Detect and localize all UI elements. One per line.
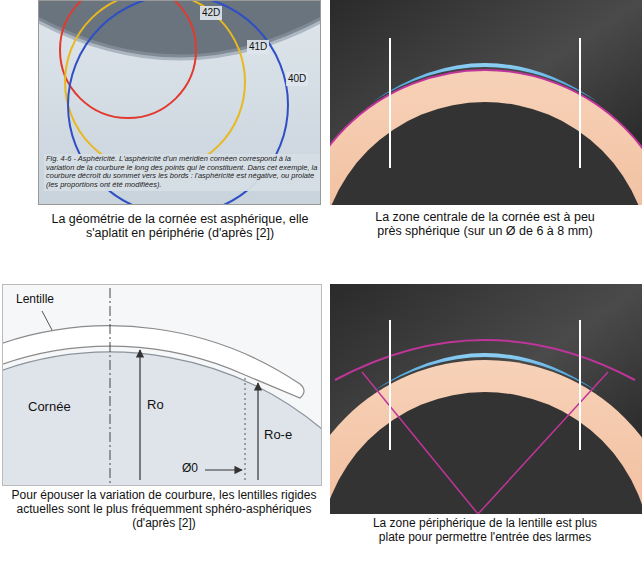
optical-axis	[110, 288, 111, 484]
power-label: 41D	[247, 40, 269, 54]
radius-line	[362, 372, 478, 514]
panel-frame	[39, 1, 321, 205]
curvature-circle	[60, 0, 196, 118]
lens-shape	[2, 326, 304, 398]
panel-caption: La zone centrale de la cornée est à peu …	[375, 210, 595, 239]
contact-lens	[372, 63, 598, 102]
peripheral-zone-illustration	[330, 284, 642, 514]
power-label: 40D	[286, 72, 308, 86]
radius-arrow	[139, 350, 140, 480]
panel-caption: La zone périphérique de la lentille est …	[362, 517, 608, 545]
radius-line	[478, 372, 608, 514]
part-label: Lentille	[16, 293, 54, 307]
power-label: 42D	[200, 6, 222, 20]
radius-label: Ro	[147, 398, 164, 413]
contact-lens	[372, 353, 598, 392]
central-zone-illustration	[330, 0, 642, 205]
cornea-edge	[38, 20, 321, 58]
curvature-circle	[65, 0, 245, 172]
sphere-profile	[330, 70, 642, 205]
zone-limit	[389, 38, 391, 168]
cornea-inner	[330, 102, 642, 205]
panel-frame	[3, 285, 322, 486]
cornea-shadow	[38, 0, 321, 58]
zone-limit	[579, 320, 581, 450]
zone-limit	[389, 320, 391, 450]
part-label: Cornée	[28, 400, 71, 415]
panel-caption: Pour épouser la variation de courbure, l…	[4, 489, 324, 530]
panel-caption: La géométrie de la cornée est asphérique…	[30, 212, 330, 241]
diameter-arrow	[205, 469, 242, 470]
cornea-inner	[330, 392, 642, 514]
zone-diameter-line	[245, 378, 246, 482]
diameter-label: Ø0	[182, 462, 198, 476]
asphericity-photo	[38, 0, 321, 205]
figure-caption: Fig. 4-6 - Asphéricité. L'asphéricité d'…	[44, 154, 320, 191]
cornea-section	[330, 360, 642, 514]
radius-label: Ro-e	[264, 428, 292, 443]
radius-arrow	[257, 383, 258, 480]
lens-schematic	[2, 284, 322, 486]
zone-limit	[579, 38, 581, 168]
cornea-section	[330, 70, 642, 205]
leader-line	[42, 311, 52, 330]
lens-back-profile	[335, 340, 635, 380]
